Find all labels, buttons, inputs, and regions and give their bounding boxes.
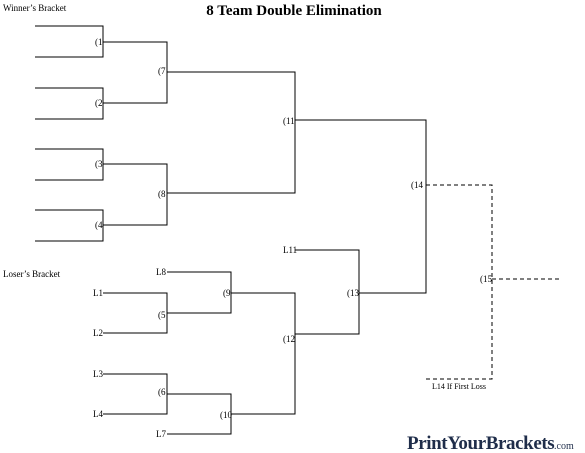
game-15-number: (15 (480, 274, 492, 284)
game-12-connector (231, 292, 296, 415)
losers-bracket-label: Loser’s Bracket (3, 269, 61, 279)
slot-l2: L2 (93, 328, 103, 338)
game-14-number: (14 (411, 180, 423, 190)
slot-l8: L8 (156, 267, 166, 277)
game-10-number: (10 (220, 410, 232, 420)
game-4-connector (35, 209, 104, 242)
game-3-connector (35, 148, 104, 181)
game-9-number: (9 (223, 288, 231, 298)
game-13-connector (295, 249, 360, 335)
game-11-number: (11 (283, 116, 295, 126)
game-15-connector (426, 184, 493, 380)
game-1-number: (1 (95, 37, 103, 47)
printyourbrackets-logo: PrintYourBrackets .com (407, 433, 574, 453)
slot-l11: L11 (283, 245, 297, 255)
logo-domain: .com (554, 441, 574, 452)
game-6-number: (6 (158, 387, 166, 397)
slot-l1: L1 (93, 288, 103, 298)
game-8-connector (103, 163, 168, 226)
game-12-number: (12 (283, 334, 295, 344)
game-14-connector (295, 119, 427, 294)
slot-l7: L7 (156, 429, 166, 439)
game-5-number: (5 (158, 310, 166, 320)
game-8-number: (8 (158, 189, 166, 199)
game-2-number: (2 (95, 98, 103, 108)
game-1-connector (35, 25, 104, 58)
game-7-number: (7 (158, 66, 166, 76)
game-2-connector (35, 87, 104, 120)
if-first-loss-note: L14 If First Loss (432, 382, 486, 391)
game-13-number: (13 (347, 288, 359, 298)
game-9-connector (167, 271, 232, 314)
game-4-number: (4 (95, 220, 103, 230)
page-title: 8 Team Double Elimination (206, 3, 382, 19)
game-11-connector (167, 71, 296, 194)
game-3-number: (3 (95, 159, 103, 169)
winners-bracket-label: Winner’s Bracket (3, 3, 67, 13)
slot-l3: L3 (93, 369, 103, 379)
logo-text: PrintYourBrackets (407, 433, 554, 453)
slot-l4: L4 (93, 409, 103, 419)
